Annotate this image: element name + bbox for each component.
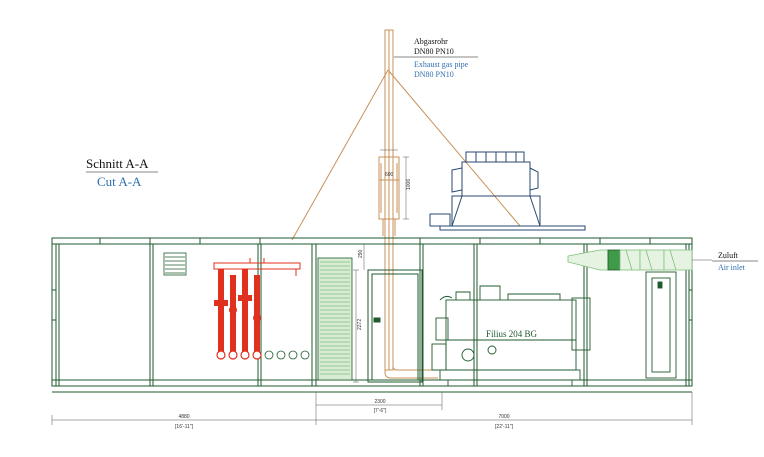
pipe-connectors [216, 350, 262, 360]
middle-length-imperial: [7'-6"] [374, 408, 387, 414]
air-inlet-label: Zuluft Air inlet [712, 251, 758, 272]
cap-height-dimension: 1006 [406, 179, 412, 190]
exhaust-size-de: DN80 PN10 [414, 47, 454, 56]
top-gap-dimension: 290 [358, 249, 364, 258]
exhaust-label-de: Abgasrohr [414, 37, 448, 46]
cap-width-dimension: 600 [385, 172, 394, 178]
exhaust-label-en: Exhaust gas pipe [414, 60, 469, 69]
air-inlet-label-de: Zuluft [718, 251, 739, 260]
section-title-de: Schnitt A-A [86, 156, 149, 171]
base-dimensions [51, 392, 693, 425]
air-inlet-duct [567, 249, 693, 271]
heating-pipes [214, 269, 261, 355]
exhaust-size-en: DN80 PN10 [414, 70, 454, 79]
door-height-dimension: 2272 [357, 319, 363, 330]
control-cabinet [645, 271, 677, 379]
cap-dimension-lines [380, 149, 409, 220]
roof-cooler [429, 151, 586, 231]
door [353, 244, 423, 383]
exhaust-stack [378, 29, 438, 379]
section-title-en: Cut A-A [97, 174, 142, 189]
pipe-connectors-spare [264, 350, 310, 360]
genset [431, 285, 591, 386]
right-length-imperial: [22'-11"] [495, 424, 514, 430]
section-title: Schnitt A-A Cut A-A [86, 156, 158, 189]
engine-label: Filius 204 BG [486, 329, 538, 339]
air-inlet-label-en: Air inlet [718, 263, 746, 272]
middle-length-dimension: 2300 [374, 399, 385, 405]
exhaust-label: Abgasrohr DN80 PN10 Exhaust gas pipe DN8… [394, 37, 478, 79]
heating-manifold [213, 258, 301, 276]
guy-wires [291, 69, 521, 241]
right-length-dimension: 7000 [498, 414, 509, 420]
left-length-imperial: [16'-11"] [175, 424, 194, 430]
vent-grille [163, 252, 187, 276]
left-length-dimension: 4880 [178, 414, 189, 420]
louver-panel [317, 257, 353, 381]
